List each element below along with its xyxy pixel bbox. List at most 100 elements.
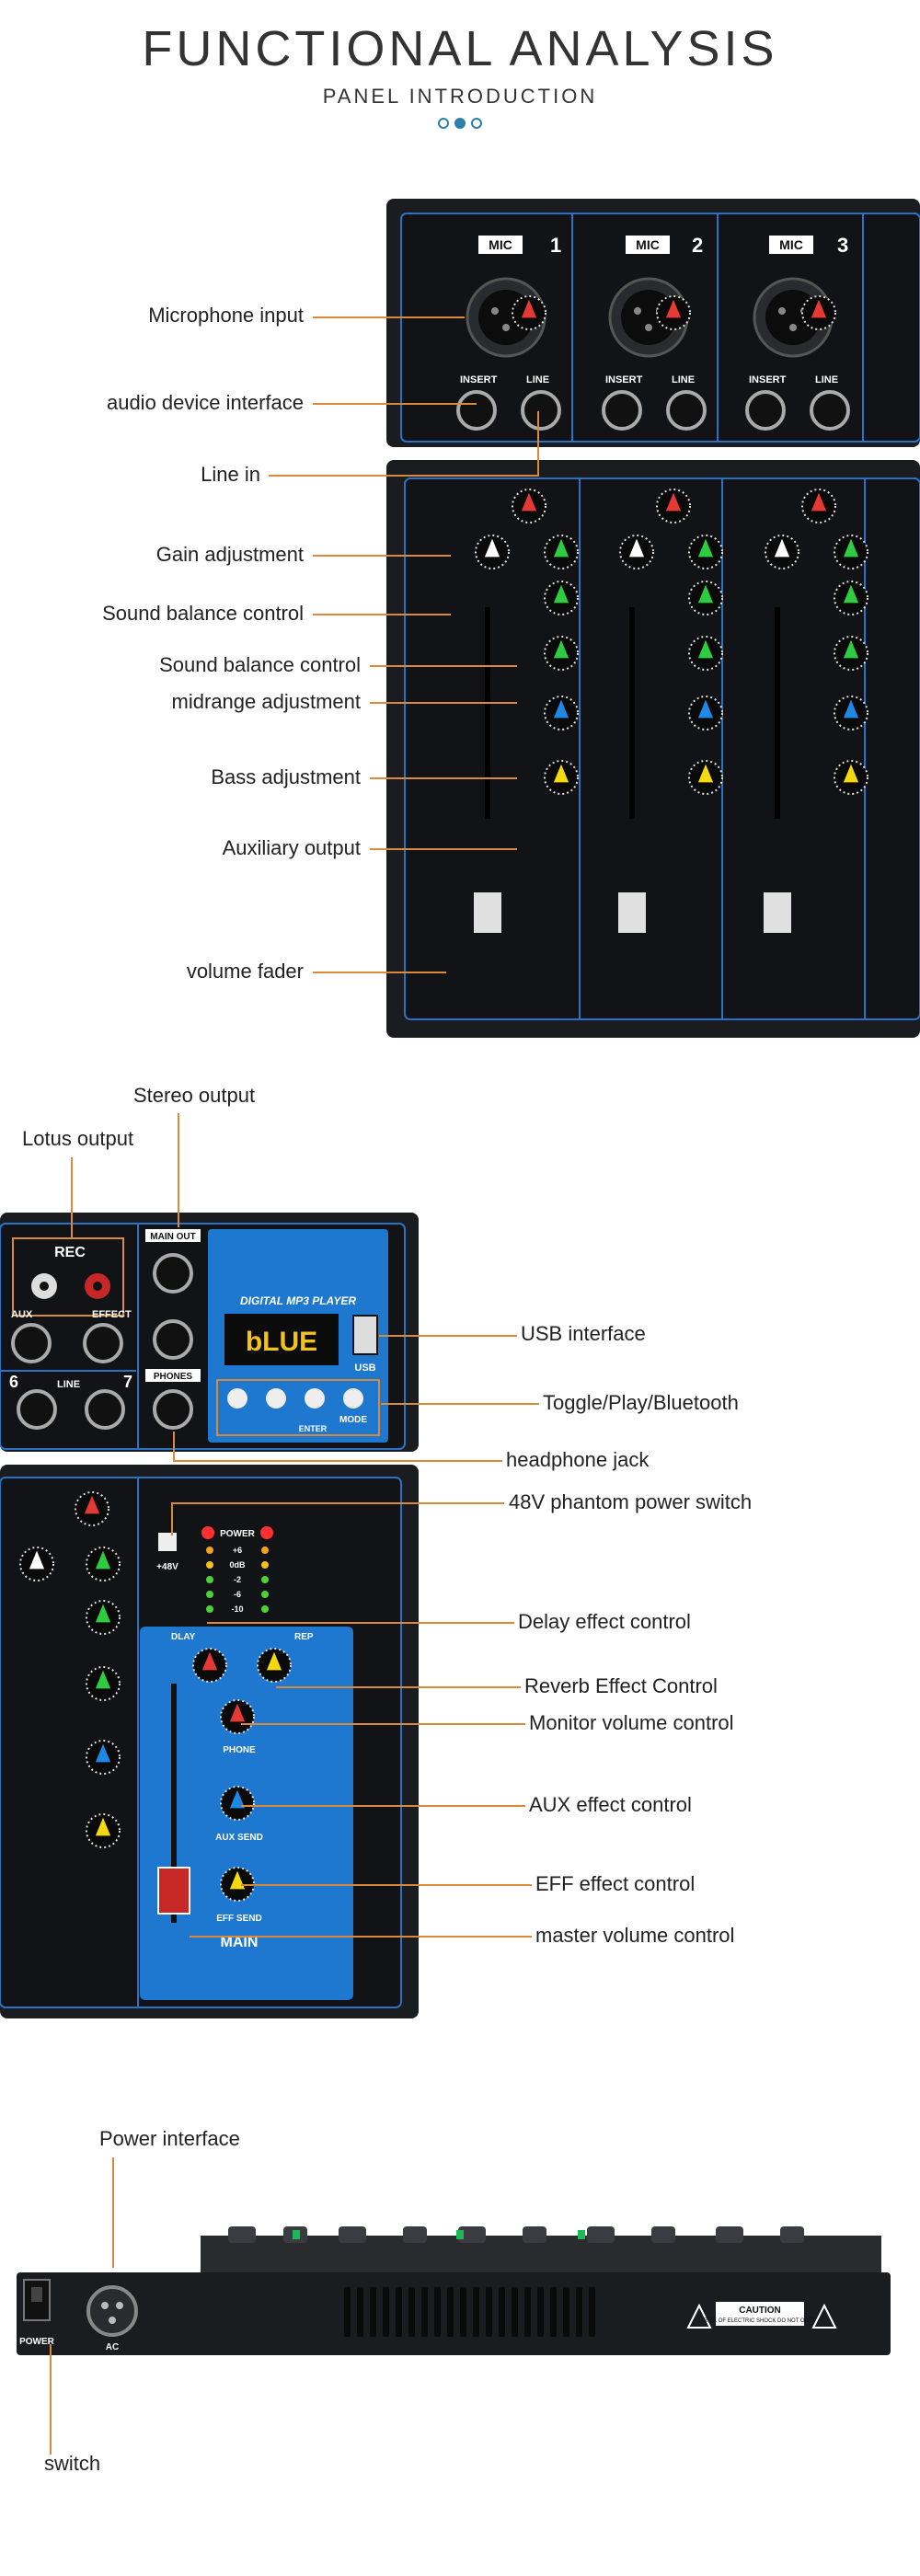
callout-line — [112, 2157, 114, 2268]
label-delay-effect-control: Delay effect control — [518, 1610, 691, 1633]
aux-label: AUX — [11, 1309, 33, 1320]
label-eff-effect-control: EFF effect control — [535, 1872, 696, 1895]
label-master-volume-control: master volume control — [535, 1924, 735, 1947]
line-jack-icon — [17, 1389, 57, 1430]
callout-line — [241, 1884, 532, 1886]
callout-line — [269, 475, 539, 477]
mp3-display-text: bLUE — [246, 1327, 317, 1357]
page-subtitle: PANEL INTRODUCTION — [322, 85, 598, 108]
callout-line — [313, 972, 446, 973]
mode-button-icon — [343, 1388, 363, 1409]
prev-button-icon — [227, 1388, 247, 1409]
label-bass-adjustment: Bass adjustment — [211, 765, 361, 788]
channel-7-label: 7 — [123, 1373, 132, 1391]
main-out-r-jack-icon — [153, 1319, 193, 1360]
label-volume-fader: volume fader — [186, 960, 304, 983]
insert-jack-icon — [745, 390, 786, 431]
line-jack-icon — [666, 390, 707, 431]
callout-line — [313, 614, 451, 615]
mixer-master-image: REC AUX EFFECT 6 LINE 7 MAIN OUT PHONES … — [0, 1213, 419, 2018]
label-microphone-input: Microphone input — [148, 304, 304, 327]
callout-line — [537, 411, 539, 477]
mic-label: MIC — [636, 237, 660, 252]
label-toggle-play-bluetooth: Toggle/Play/Bluetooth — [543, 1391, 739, 1414]
label-sound-balance-control: Sound balance control — [102, 602, 304, 625]
callout-line — [276, 1686, 521, 1688]
phones-jack-icon — [153, 1389, 193, 1430]
meter-label: -10 — [231, 1604, 243, 1614]
label-phantom-power-switch: 48V phantom power switch — [509, 1490, 753, 1513]
aux-jack-icon — [11, 1323, 52, 1363]
insert-label: INSERT — [605, 374, 643, 385]
ac-power-connector-icon — [86, 2285, 138, 2337]
phantom-label: +48V — [156, 1562, 178, 1572]
mixer-rear-image: POWER AC CAUTION RISK OF ELECTRIC SHOCK … — [17, 2226, 891, 2355]
callout-line — [370, 702, 517, 704]
callout-line — [173, 1502, 504, 1504]
enter-label: ENTER — [299, 1424, 328, 1433]
channel-fader-icon — [764, 892, 791, 933]
label-reverb-effect-control: Reverb Effect Control — [524, 1674, 718, 1697]
insert-jack-icon — [456, 390, 497, 431]
phone-label: PHONE — [223, 1745, 256, 1755]
led-icon — [260, 1526, 273, 1539]
line-label: LINE — [672, 374, 695, 385]
callout-line — [370, 848, 517, 850]
callout-line — [173, 1432, 175, 1462]
rec-label: REC — [54, 1245, 86, 1260]
meter-label: 0dB — [229, 1560, 246, 1570]
callout-line — [241, 1805, 525, 1807]
mixer-top-image: MIC 1 MIC 2 MIC 3 INSERT LINE INSERT LIN… — [386, 199, 920, 1038]
caution-label: CAUTION — [739, 2306, 781, 2316]
channel-fader-icon — [474, 892, 501, 933]
callout-line — [207, 1622, 514, 1624]
master-fader-icon — [157, 1867, 190, 1915]
callout-line — [313, 316, 465, 318]
channel-fader-icon — [618, 892, 646, 933]
pagination-dot — [471, 118, 482, 129]
line-label: LINE — [526, 374, 549, 385]
callout-line — [313, 403, 477, 405]
channel-number: 1 — [550, 234, 561, 257]
label-stereo-output: Stereo output — [133, 1084, 256, 1107]
channel-6-label: 6 — [9, 1373, 18, 1391]
pagination-dots — [432, 118, 488, 136]
channel-header-1: MIC 1 — [478, 234, 561, 257]
usb-label: USB — [354, 1363, 375, 1374]
main-out-label: MAIN OUT — [150, 1232, 195, 1242]
mic-label: MIC — [779, 237, 803, 252]
label-auxiliary-output: Auxiliary output — [222, 836, 361, 859]
callout-line — [171, 1502, 173, 1535]
label-switch: switch — [44, 2452, 101, 2475]
line-jack-icon — [521, 390, 561, 431]
caution-sub-label: RISK OF ELECTRIC SHOCK DO NOT OPEN — [704, 2318, 816, 2324]
callout-line — [381, 1403, 539, 1405]
phantom-switch-icon — [158, 1533, 177, 1551]
callout-line — [175, 1460, 502, 1462]
insert-label: INSERT — [460, 374, 498, 385]
caution-label-box — [716, 2302, 804, 2326]
channel-header-3: MIC 3 — [769, 234, 848, 257]
label-aux-effect-control: AUX effect control — [529, 1793, 692, 1816]
next-button-icon — [266, 1388, 286, 1409]
rear-power-label: POWER — [19, 2337, 55, 2347]
label-lotus-output: Lotus output — [22, 1127, 134, 1150]
label-power-interface: Power interface — [99, 2127, 240, 2150]
callout-line — [379, 1335, 517, 1337]
usb-port-icon — [352, 1315, 378, 1355]
main-label: MAIN — [221, 1935, 259, 1950]
pagination-dot-active — [454, 118, 466, 129]
effect-jack-icon — [83, 1323, 123, 1363]
meter-label: +6 — [233, 1546, 242, 1555]
label-midrange-adjustment: midrange adjustment — [171, 690, 361, 713]
mic-label: MIC — [489, 237, 512, 252]
channel-header-2: MIC 2 — [626, 234, 703, 257]
channel-number: 2 — [692, 234, 703, 257]
line-jack-icon — [85, 1389, 125, 1430]
callout-line — [313, 555, 451, 557]
line-label: LINE — [57, 1379, 80, 1390]
aux-send-label: AUX SEND — [215, 1833, 263, 1843]
mp3-display — [224, 1314, 339, 1365]
label-gain-adjustment: Gain adjustment — [155, 543, 304, 566]
line-label: LINE — [815, 374, 838, 385]
